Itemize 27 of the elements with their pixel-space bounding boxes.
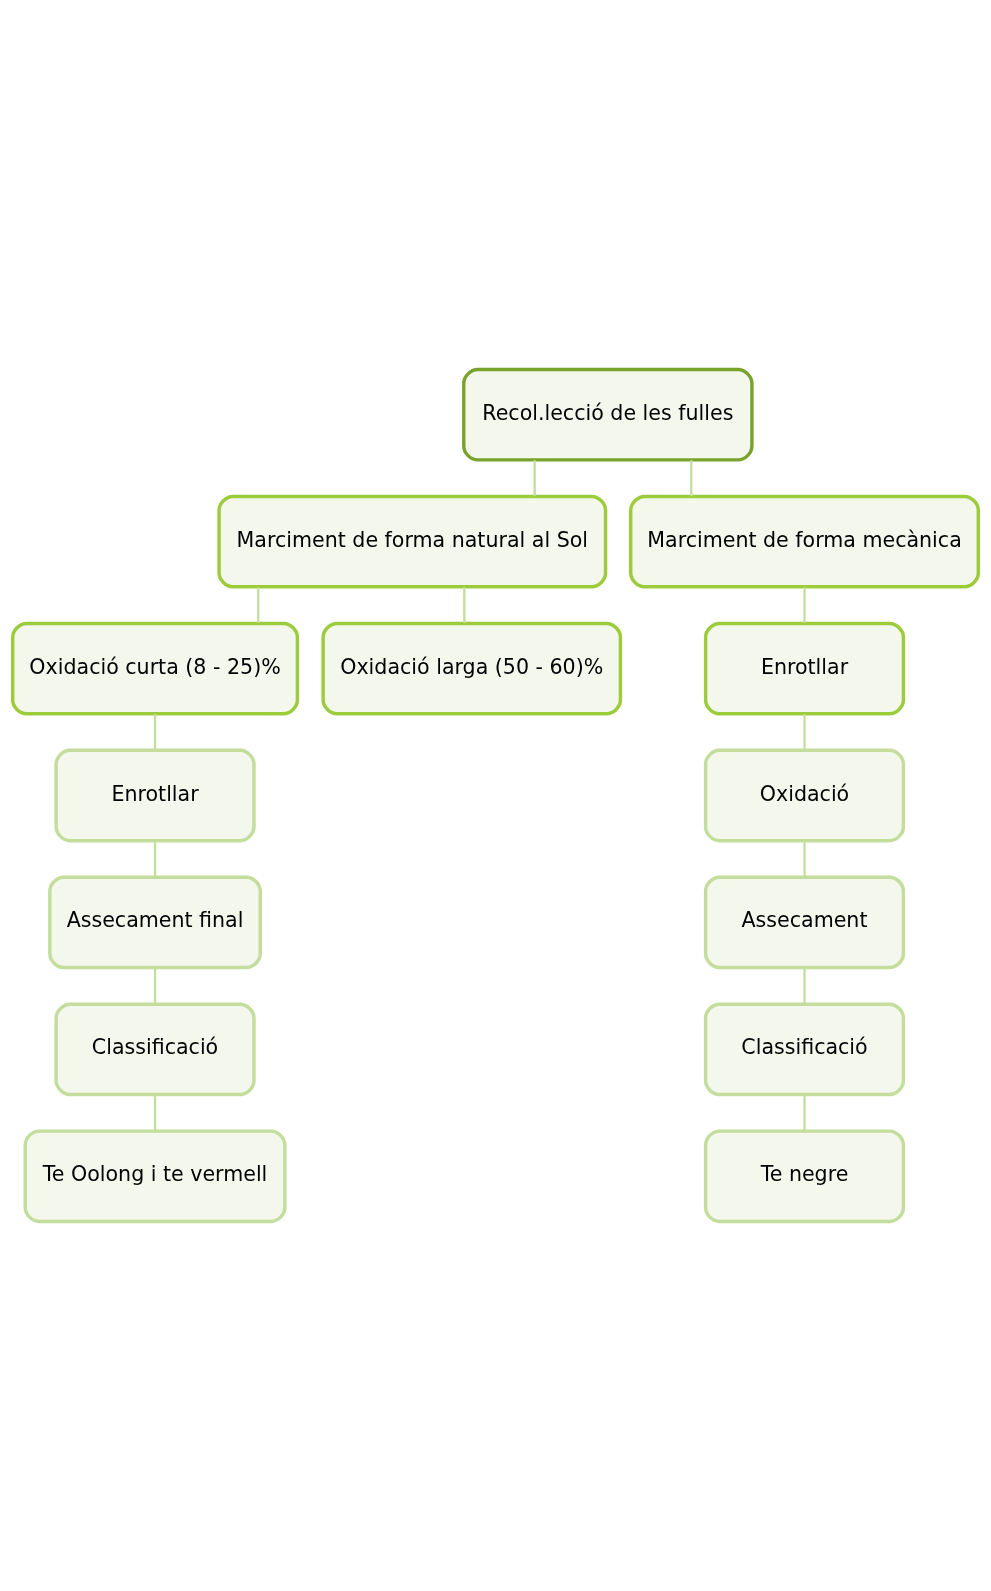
connector [153,714,157,750]
connector [153,1094,157,1131]
connector [803,714,806,750]
connector [533,460,536,497]
connector [690,460,693,497]
node-box: Classificació [54,1002,256,1097]
node-box: Oxidació curta (8 - 25)% [10,621,300,716]
node-box: Enrotllar [54,748,256,843]
connector [803,1094,806,1131]
connector [463,587,466,623]
connector [803,587,806,623]
connector [153,840,157,877]
connector [153,967,157,1004]
node-box: Marciment de forma mecànica [629,494,981,589]
node-box: Marciment de forma natural al Sol [217,494,608,589]
node-box: Classificació [703,1002,906,1097]
node-box: Oxidació larga (50 - 60)% [321,621,623,716]
node-box: Te negre [703,1129,906,1224]
node-box: Assecament final [48,875,262,970]
connector [257,587,260,623]
node-box: Assecament [703,875,906,970]
node-box: Oxidació [703,748,906,843]
connector [803,967,806,1004]
connector [803,840,806,877]
node-box: Recol.lecció de les fulles [462,367,754,462]
node-box: Te Oolong i te vermell [23,1129,287,1224]
node-box: Enrotllar [703,621,906,716]
